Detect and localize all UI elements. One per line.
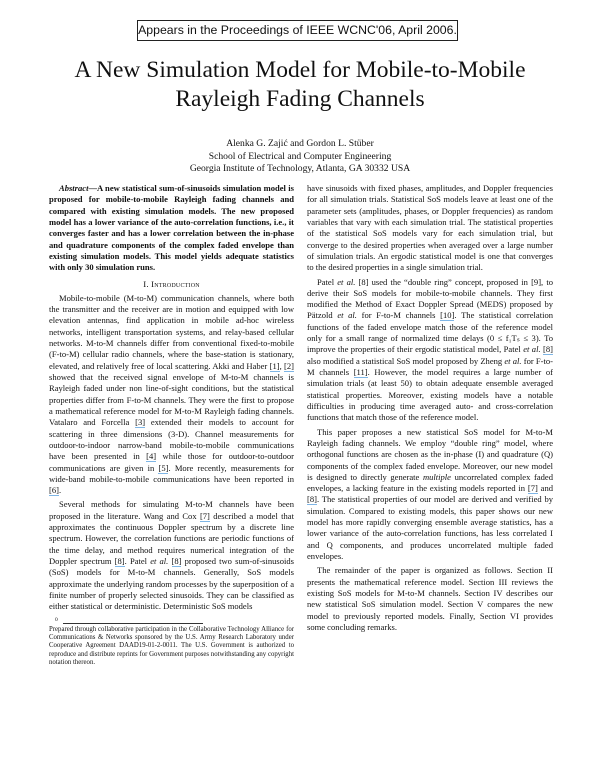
- et-al: et al.: [337, 310, 357, 321]
- text-run: .: [58, 485, 62, 496]
- text-run: Patel: [317, 276, 338, 287]
- citation-link-5[interactable]: [5]: [158, 462, 169, 474]
- text-run: . More recently, measurements for wide-b…: [49, 462, 294, 484]
- text-run: . Patel: [124, 556, 151, 566]
- citation-link-4[interactable]: [4]: [146, 451, 157, 463]
- footnote-marker: 0: [55, 616, 58, 623]
- citation-link-7[interactable]: [7]: [199, 510, 210, 522]
- text-run: . However, the model requires a large nu…: [307, 367, 553, 423]
- text-run: described a model that approximates the …: [49, 510, 294, 566]
- et-al: et al.: [523, 344, 541, 355]
- citation-link-8[interactable]: [8]: [171, 556, 182, 567]
- text-run: and: [537, 483, 553, 494]
- text-run: ,: [279, 360, 285, 371]
- text-run: showed that the received signal envelope…: [49, 372, 294, 428]
- text-run: extended their models to account for sca…: [49, 417, 294, 462]
- text-run: Mobile-to-mobile (M-to-M) communication …: [49, 292, 294, 371]
- citation-link-8[interactable]: [8]: [114, 556, 125, 567]
- intro-paragraph-2-continued: have sinusoids with fixed phases, amplit…: [307, 183, 553, 273]
- section-heading-introduction: I. Introduction: [49, 279, 294, 290]
- text-run: uncorrelated complex faded envelopes, a …: [307, 471, 553, 494]
- paper-title: A New Simulation Model for Mobile-to-Mob…: [0, 56, 600, 114]
- citation-link-1[interactable]: [1]: [269, 360, 280, 372]
- citation-link-6[interactable]: [6]: [49, 485, 59, 497]
- text-run: . The statistical properties of our mode…: [307, 494, 553, 561]
- venue-banner: Appears in the Proceedings of IEEE WCNC'…: [137, 20, 458, 41]
- intro-paragraph-4: This paper proposes a new statistical So…: [307, 427, 553, 563]
- left-column: Abstract—A new statistical sum-of-sinuso…: [49, 183, 295, 674]
- et-al: et al.: [337, 276, 356, 287]
- text-run: proposed two sum-of-sinusoids (SoS) mode…: [49, 556, 295, 612]
- abstract: Abstract—A new statistical sum-of-sinuso…: [49, 183, 294, 274]
- abstract-label: Abstract: [59, 183, 89, 193]
- section-title: Introduction: [151, 278, 200, 289]
- title-line-1: A New Simulation Model for Mobile-to-Mob…: [74, 57, 526, 83]
- text-run: This paper proposes a new statistical So…: [307, 426, 553, 482]
- intro-paragraph-2: Several methods for simulating M-to-M ch…: [49, 499, 294, 612]
- citation-link-2[interactable]: [2]: [284, 360, 295, 372]
- author-department: School of Electrical and Computer Engine…: [208, 150, 392, 162]
- text-run: [8] used the “double ring” concept, prop…: [307, 276, 553, 321]
- text-run: while those for outdoor-to-outdoor commu…: [49, 451, 294, 473]
- citation-link-7[interactable]: [7]: [527, 483, 538, 495]
- abstract-text: A new statistical sum-of-sinusoids simul…: [49, 183, 294, 273]
- emphasis-multiple: multiple: [422, 471, 451, 482]
- citation-link-8[interactable]: [8]: [543, 344, 554, 356]
- intro-paragraph-5: The remainder of the paper is organized …: [307, 565, 553, 632]
- author-institution: Georgia Institute of Technology, Atlanta…: [189, 163, 411, 174]
- text-run: for F-to-M channels: [356, 310, 441, 321]
- citation-link-10[interactable]: [10]: [440, 310, 455, 322]
- abstract-dash: —: [88, 183, 97, 193]
- footnote-text: Prepared through collaborative participa…: [49, 625, 294, 667]
- text-run: Several methods for simulating M-to-M ch…: [49, 499, 294, 521]
- citation-link-3[interactable]: [3]: [135, 417, 146, 429]
- author-names: Alenka G. Zajić and Gordon L. Stüber: [226, 138, 374, 149]
- section-number: I.: [143, 278, 149, 289]
- text-run: for F-to-M channels: [307, 355, 553, 377]
- title-line-2: Rayleigh Fading Channels: [175, 86, 425, 112]
- right-column: have sinusoids with fixed phases, amplit…: [307, 183, 554, 633]
- text-run: . The statistical correlation functions …: [307, 310, 553, 355]
- citation-link-11[interactable]: [11]: [353, 367, 368, 378]
- intro-paragraph-3: Patel et al. [8] used the “double ring” …: [307, 276, 554, 424]
- et-al: et al.: [504, 355, 522, 366]
- intro-paragraph-1: Mobile-to-mobile (M-to-M) communication …: [49, 292, 295, 497]
- footnote-divider: 0: [55, 617, 203, 624]
- text-run: also modified a statistical SoS model pr…: [307, 355, 505, 366]
- author-block: Alenka G. Zajić and Gordon L. Stüber Sch…: [0, 138, 600, 176]
- et-al: et al.: [150, 556, 169, 566]
- citation-link-8[interactable]: [8]: [307, 494, 317, 506]
